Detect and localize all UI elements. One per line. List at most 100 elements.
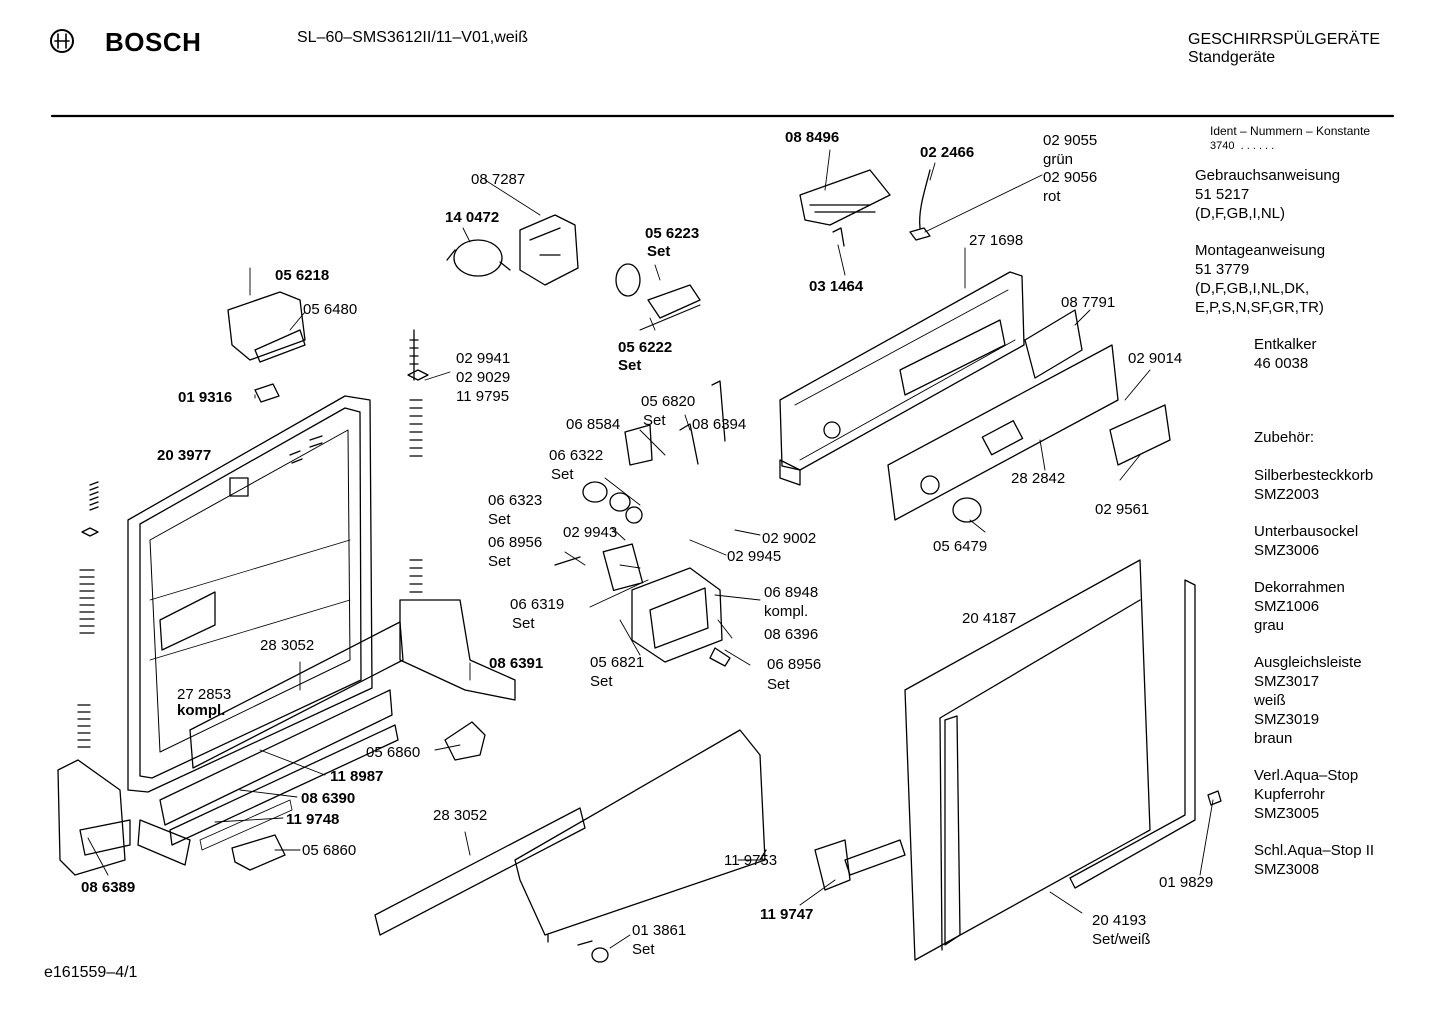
part-note: Set [488, 511, 511, 528]
part-note: Set [767, 676, 790, 693]
part-label: 20 4187 [962, 610, 1017, 627]
part-note: Set [488, 553, 511, 570]
toe-kick-cover [514, 729, 766, 936]
part-label: 08 6391 [489, 655, 544, 672]
part-note: grün [1043, 151, 1074, 168]
part-label: 11 9753 [724, 852, 778, 869]
part-note: Set [551, 466, 574, 483]
ident-value: 3740 . . . . . . [1210, 140, 1275, 152]
installation-languages-1: (D,F,GB,I,NL,DK, [1195, 280, 1310, 297]
part-label: 11 9748 [286, 811, 340, 828]
part-label: 05 6479 [933, 538, 988, 555]
part-label: 28 3052 [433, 807, 488, 824]
installation-block: Montageanweisung 51 3779 (D,F,GB,I,NL,DK… [1195, 241, 1325, 317]
part-label: 08 6390 [301, 790, 356, 807]
part-label: 06 8948 [764, 584, 819, 601]
timer-unit [519, 214, 579, 286]
part-note: Set [590, 673, 613, 690]
part-label: 02 2466 [920, 144, 975, 161]
brand-name: BOSCH [105, 27, 202, 57]
installation-languages-2: E,P,S,N,SF,GR,TR) [1195, 299, 1324, 316]
part-note: Set [512, 615, 535, 632]
part-note: Set [647, 243, 671, 260]
accessories-heading: Zubehör: [1254, 429, 1315, 446]
manual-number: 51 5217 [1195, 186, 1250, 203]
part-label: 01 3861 [632, 922, 687, 939]
part-label: 08 8496 [785, 129, 840, 146]
part-label: 27 1698 [969, 232, 1024, 249]
hinge-bracket-119747 [814, 839, 851, 891]
part-label: 05 6223 [645, 225, 700, 242]
screw-019829 [1207, 790, 1222, 806]
category-title: GESCHIRRSPÜLGERÄTE [1188, 31, 1381, 48]
descaler-block: Entkalker 46 0038 [1254, 336, 1317, 372]
part-label: 11 9747 [760, 906, 814, 923]
part-label: 02 9056 [1043, 169, 1098, 186]
knob-056479 [952, 497, 982, 523]
bracket-upper [227, 291, 306, 361]
part-label: 03 1464 [809, 278, 864, 295]
part-note: Set [643, 412, 666, 429]
part-label: 02 9055 [1043, 132, 1098, 149]
connector-block [799, 169, 891, 226]
leader-lines [87, 149, 1214, 949]
switch-part [647, 284, 701, 319]
part-label: 01 9316 [178, 389, 233, 406]
front-control-plate [887, 344, 1119, 521]
part-label: 05 6218 [275, 267, 330, 284]
part-label: 02 9561 [1095, 501, 1150, 518]
category-subtitle: Standgeräte [1188, 49, 1276, 66]
timer-knob [453, 239, 503, 277]
part-label: 02 9945 [727, 548, 782, 565]
model-designation: SL–60–SMS3612II/11–V01,weiß [297, 29, 528, 46]
part-label: 08 6389 [81, 879, 136, 896]
part-note: kompl. [177, 702, 226, 719]
manual-languages: (D,F,GB,I,NL) [1195, 205, 1286, 222]
part-label: 05 6821 [590, 654, 645, 671]
left-hinge-assembly [57, 481, 191, 876]
toe-kick-upper [189, 621, 404, 769]
manual-block: Gebrauchsanweisung 51 5217 (D,F,GB,I,NL) [1195, 166, 1340, 223]
part-label: 14 0472 [445, 209, 500, 226]
part-note: rot [1043, 188, 1061, 205]
switch-block-087791 [1024, 309, 1083, 379]
part-note: Set [618, 357, 642, 374]
part-label: 01 9829 [1159, 874, 1214, 891]
part-label: 02 9029 [456, 369, 511, 386]
part-label: 02 9014 [1128, 350, 1183, 367]
part-label: 08 7287 [471, 171, 526, 188]
part-label: 05 6820 [641, 393, 696, 410]
part-note: kompl. [764, 603, 809, 620]
part-label: 05 6222 [618, 339, 673, 356]
push-buttons-029561 [1109, 404, 1171, 466]
part-label: 08 6394 [692, 416, 747, 433]
part-label: 08 7791 [1061, 294, 1116, 311]
part-label: 06 6319 [510, 596, 565, 613]
part-label: 08 6396 [764, 626, 819, 643]
part-label: 05 6860 [366, 744, 421, 761]
part-label: 11 8987 [330, 768, 384, 785]
bosch-logo-icon [50, 29, 74, 53]
sensor-cable [919, 169, 931, 229]
part-label: 02 9943 [563, 524, 618, 541]
clip-019316 [254, 383, 280, 403]
toe-kick-lower [374, 807, 586, 936]
part-note: Set/weiß [1092, 931, 1151, 948]
part-label: 28 2842 [1011, 470, 1066, 487]
part-label: 20 3977 [157, 447, 212, 464]
part-label: 28 3052 [260, 637, 315, 654]
foot-block [444, 721, 486, 761]
part-note: Set [632, 941, 655, 958]
ident-title: Ident – Nummern – Konstante [1210, 124, 1371, 138]
screw-031464 [832, 227, 845, 247]
part-label: 06 6322 [549, 447, 604, 464]
part-label: 02 9941 [456, 350, 511, 367]
part-label: 20 4193 [1092, 912, 1147, 929]
part-label: 05 6480 [303, 301, 358, 318]
